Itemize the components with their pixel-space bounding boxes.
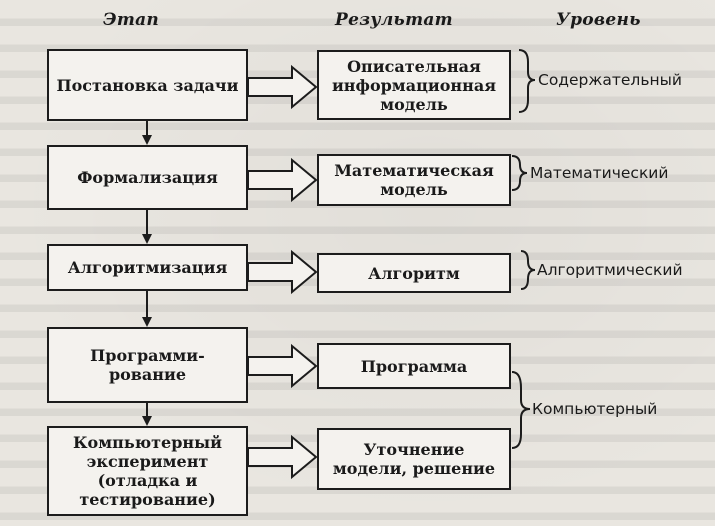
stage-label: Формализация [77,168,218,187]
result-box-math-model: Математическая модель [317,154,511,206]
block-arrow-1 [247,64,318,110]
result-box-algorithm: Алгоритм [317,253,511,293]
header-stage: Этап [103,10,160,30]
level-label-content: Содержательный [538,71,682,89]
header-result: Результат [335,10,453,30]
result-label: Алгоритм [368,263,460,283]
result-label: Уточнение модели, решение [332,440,496,478]
stage-label: Компьютерный эксперимент (отладка и тест… [73,433,222,509]
header-level: Уровень [556,10,641,30]
brace-computer [511,371,531,449]
stage-box-problem-statement: Постановка задачи [47,49,248,121]
block-arrow-4 [247,343,318,389]
stage-label: Постановка задачи [56,75,239,95]
stage-label: Алгоритмизация [67,258,228,277]
stage-box-formalization: Формализация [47,145,248,210]
level-label-math: Математический [530,164,669,182]
block-arrow-5 [247,434,318,480]
stage-box-algorithmization: Алгоритмизация [47,244,248,291]
stage-box-programming: Программи-рование [47,327,248,403]
result-label: Программа [360,356,468,376]
result-box-descriptive-model: Описательная информационная модель [317,50,511,120]
level-label-computer: Компьютерный [532,400,658,418]
block-arrow-2 [247,157,318,203]
result-box-program: Программа [317,343,511,389]
brace-math [511,155,528,191]
result-label: Описательная информационная модель [331,56,497,114]
block-arrow-3 [247,249,318,295]
stage-box-computer-experiment: Компьютерный эксперимент (отладка и тест… [47,426,248,516]
result-box-refined-model: Уточнение модели, решение [317,428,511,490]
brace-algorithmic [520,250,536,290]
stage-label: Программи-рование [90,346,205,384]
brace-content [518,49,536,113]
result-label: Математическая модель [334,161,494,199]
level-label-algorithmic: Алгоритмический [537,261,683,279]
